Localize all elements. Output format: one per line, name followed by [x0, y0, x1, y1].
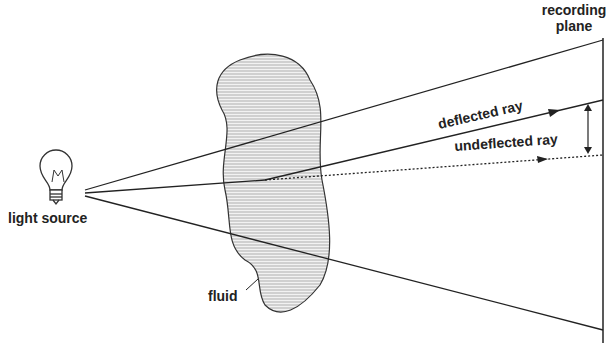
ray-label: deflected ray	[436, 97, 524, 132]
light-bulb	[40, 150, 72, 204]
deflected-ray-line	[265, 100, 603, 180]
arrowhead	[584, 147, 592, 154]
recording-plane	[602, 38, 604, 343]
displacement-arrow	[587, 108, 588, 150]
leader-line	[246, 279, 258, 290]
source-label: light source	[8, 210, 87, 226]
incident-ray	[85, 180, 265, 193]
fluid-label: fluid	[208, 288, 238, 304]
upper-ray	[85, 40, 603, 190]
arrowhead	[537, 156, 548, 163]
lower-ray	[85, 196, 603, 330]
fluid-region	[217, 54, 330, 312]
ray-label: undeflected ray	[454, 131, 558, 154]
arrowhead	[548, 109, 560, 117]
undeflected-ray-line	[265, 155, 603, 180]
plane-label: recording plane	[539, 2, 609, 34]
arrowhead	[584, 104, 592, 111]
